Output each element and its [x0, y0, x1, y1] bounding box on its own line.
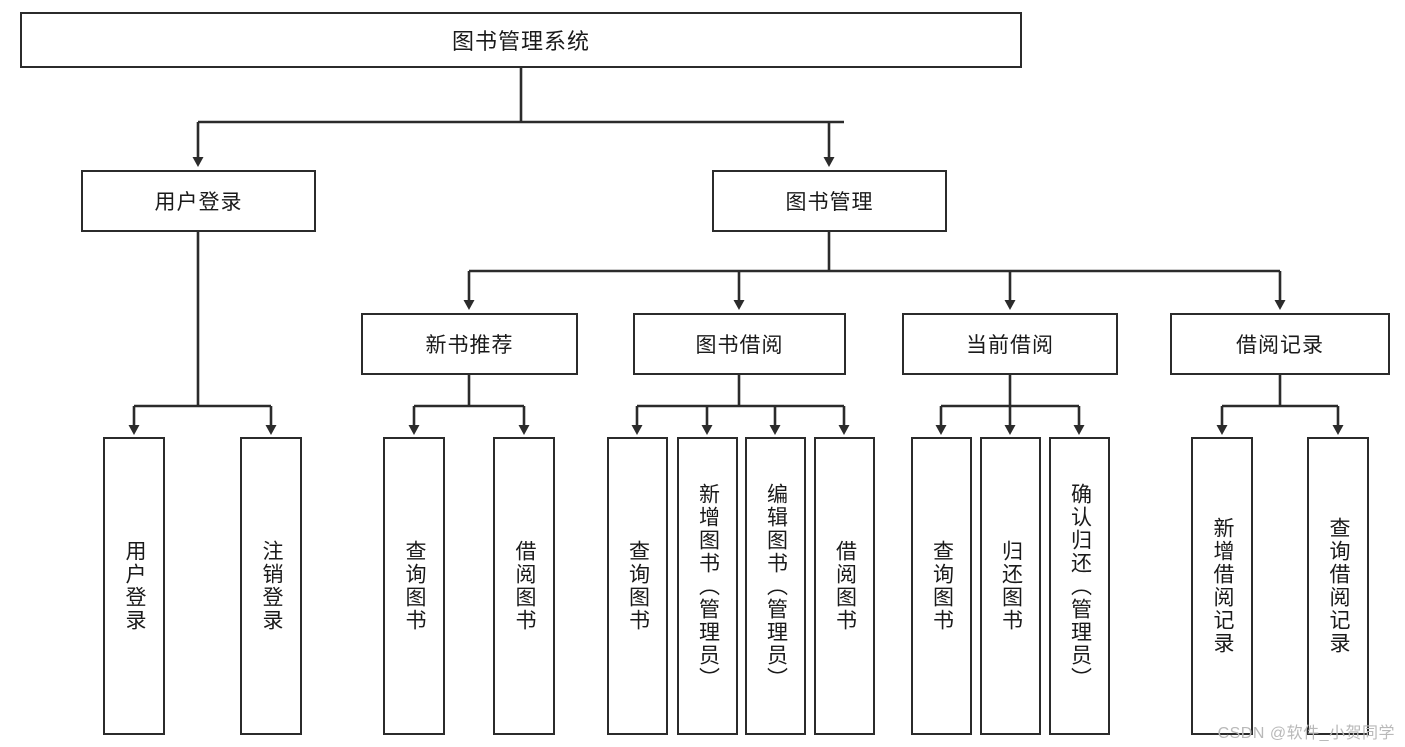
node-label: 新增图书（管理员）: [696, 482, 720, 690]
node-label: 借阅记录: [1236, 334, 1324, 357]
node-label: 查询图书: [403, 540, 427, 632]
node-label: 借阅图书: [833, 540, 857, 632]
node-label: 图书管理: [785, 191, 874, 214]
node-label: 编辑图书（管理员）: [764, 482, 788, 690]
node-book-manage[interactable]: 图书管理: [712, 170, 947, 232]
node-book-borrow[interactable]: 图书借阅: [633, 313, 846, 375]
node-label: 用户登录: [123, 540, 147, 632]
node-label: 归还图书: [999, 540, 1023, 632]
leaf-query-borrow-record[interactable]: 查询借阅记录: [1307, 437, 1369, 735]
leaf-add-borrow-record[interactable]: 新增借阅记录: [1191, 437, 1253, 735]
node-label: 注销登录: [260, 540, 284, 632]
leaf-logout[interactable]: 注销登录: [240, 437, 302, 735]
watermark-text: CSDN @软件_小贺同学: [1217, 725, 1395, 742]
node-label: 图书管理系统: [451, 29, 590, 54]
leaf-add-book-admin[interactable]: 新增图书（管理员）: [677, 437, 738, 735]
leaf-query-book-3[interactable]: 查询图书: [911, 437, 972, 735]
leaf-return-book[interactable]: 归还图书: [980, 437, 1041, 735]
node-label: 图书借阅: [695, 334, 784, 357]
node-new-book-recommend[interactable]: 新书推荐: [361, 313, 578, 375]
node-label: 查询图书: [930, 540, 954, 632]
node-label: 当前借阅: [966, 334, 1054, 357]
leaf-borrow-book-1[interactable]: 借阅图书: [493, 437, 555, 735]
node-label: 用户登录: [154, 191, 243, 214]
node-user-login[interactable]: 用户登录: [81, 170, 316, 232]
leaf-query-book-1[interactable]: 查询图书: [383, 437, 445, 735]
node-label: 新增借阅记录: [1211, 517, 1235, 655]
node-label: 确认归还（管理员）: [1068, 482, 1092, 690]
node-label: 借阅图书: [513, 540, 537, 632]
leaf-borrow-book-2[interactable]: 借阅图书: [814, 437, 875, 735]
leaf-user-login[interactable]: 用户登录: [103, 437, 165, 735]
leaf-query-book-2[interactable]: 查询图书: [607, 437, 668, 735]
leaf-confirm-return-admin[interactable]: 确认归还（管理员）: [1049, 437, 1110, 735]
node-book-management-system[interactable]: 图书管理系统: [20, 12, 1022, 68]
node-label: 新书推荐: [425, 334, 514, 357]
node-label: 查询借阅记录: [1327, 517, 1351, 655]
leaf-edit-book-admin[interactable]: 编辑图书（管理员）: [745, 437, 806, 735]
node-label: 查询图书: [626, 540, 650, 632]
node-current-borrow[interactable]: 当前借阅: [902, 313, 1118, 375]
node-borrow-record[interactable]: 借阅记录: [1170, 313, 1390, 375]
